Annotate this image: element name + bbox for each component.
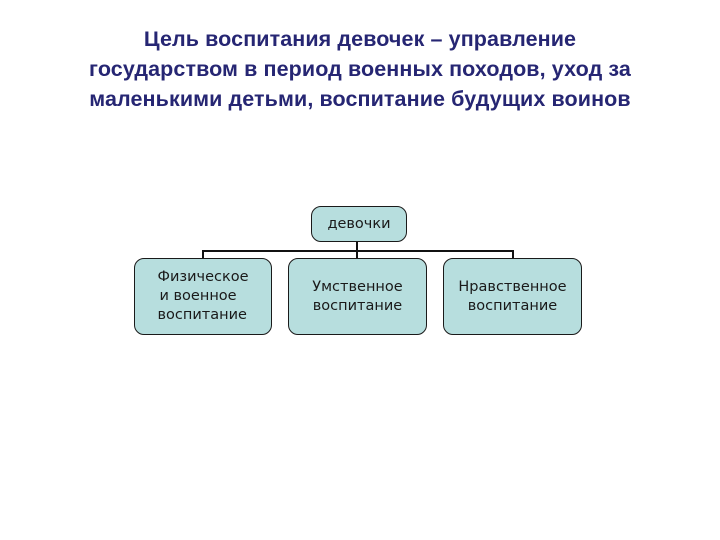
connector-root-down: [356, 242, 358, 252]
node-label-line: воспитание: [312, 297, 403, 314]
title-line-2: государством в период военных походов, у…: [89, 57, 631, 81]
title-line-3: маленькими детьми, воспитание будущих во…: [89, 87, 631, 111]
connector-horizontal: [202, 250, 514, 252]
connector-right-down: [512, 250, 514, 259]
title-line-1: Цель воспитания девочек – управление: [143, 27, 577, 51]
node-root-girls: девочки: [311, 206, 407, 242]
node-label-line: Умственное: [312, 278, 403, 295]
node-moral-education: Нравственное воспитание: [443, 258, 582, 335]
node-label-line: воспитание: [467, 297, 558, 314]
node-label-line: воспитание: [157, 307, 247, 323]
node-mental-education: Умственное воспитание: [288, 258, 427, 335]
connector-left-down: [202, 250, 204, 259]
node-label-line: Нравственное: [458, 278, 567, 295]
node-label-line: и военное: [159, 288, 237, 304]
slide-title: Цель воспитания девочек – управление гос…: [30, 24, 690, 114]
connector-center-down: [356, 250, 358, 259]
node-physical-military-education: Физическое и военное воспитание: [134, 258, 272, 335]
node-root-label: девочки: [327, 215, 391, 232]
node-label-line: Физическое: [157, 269, 249, 285]
